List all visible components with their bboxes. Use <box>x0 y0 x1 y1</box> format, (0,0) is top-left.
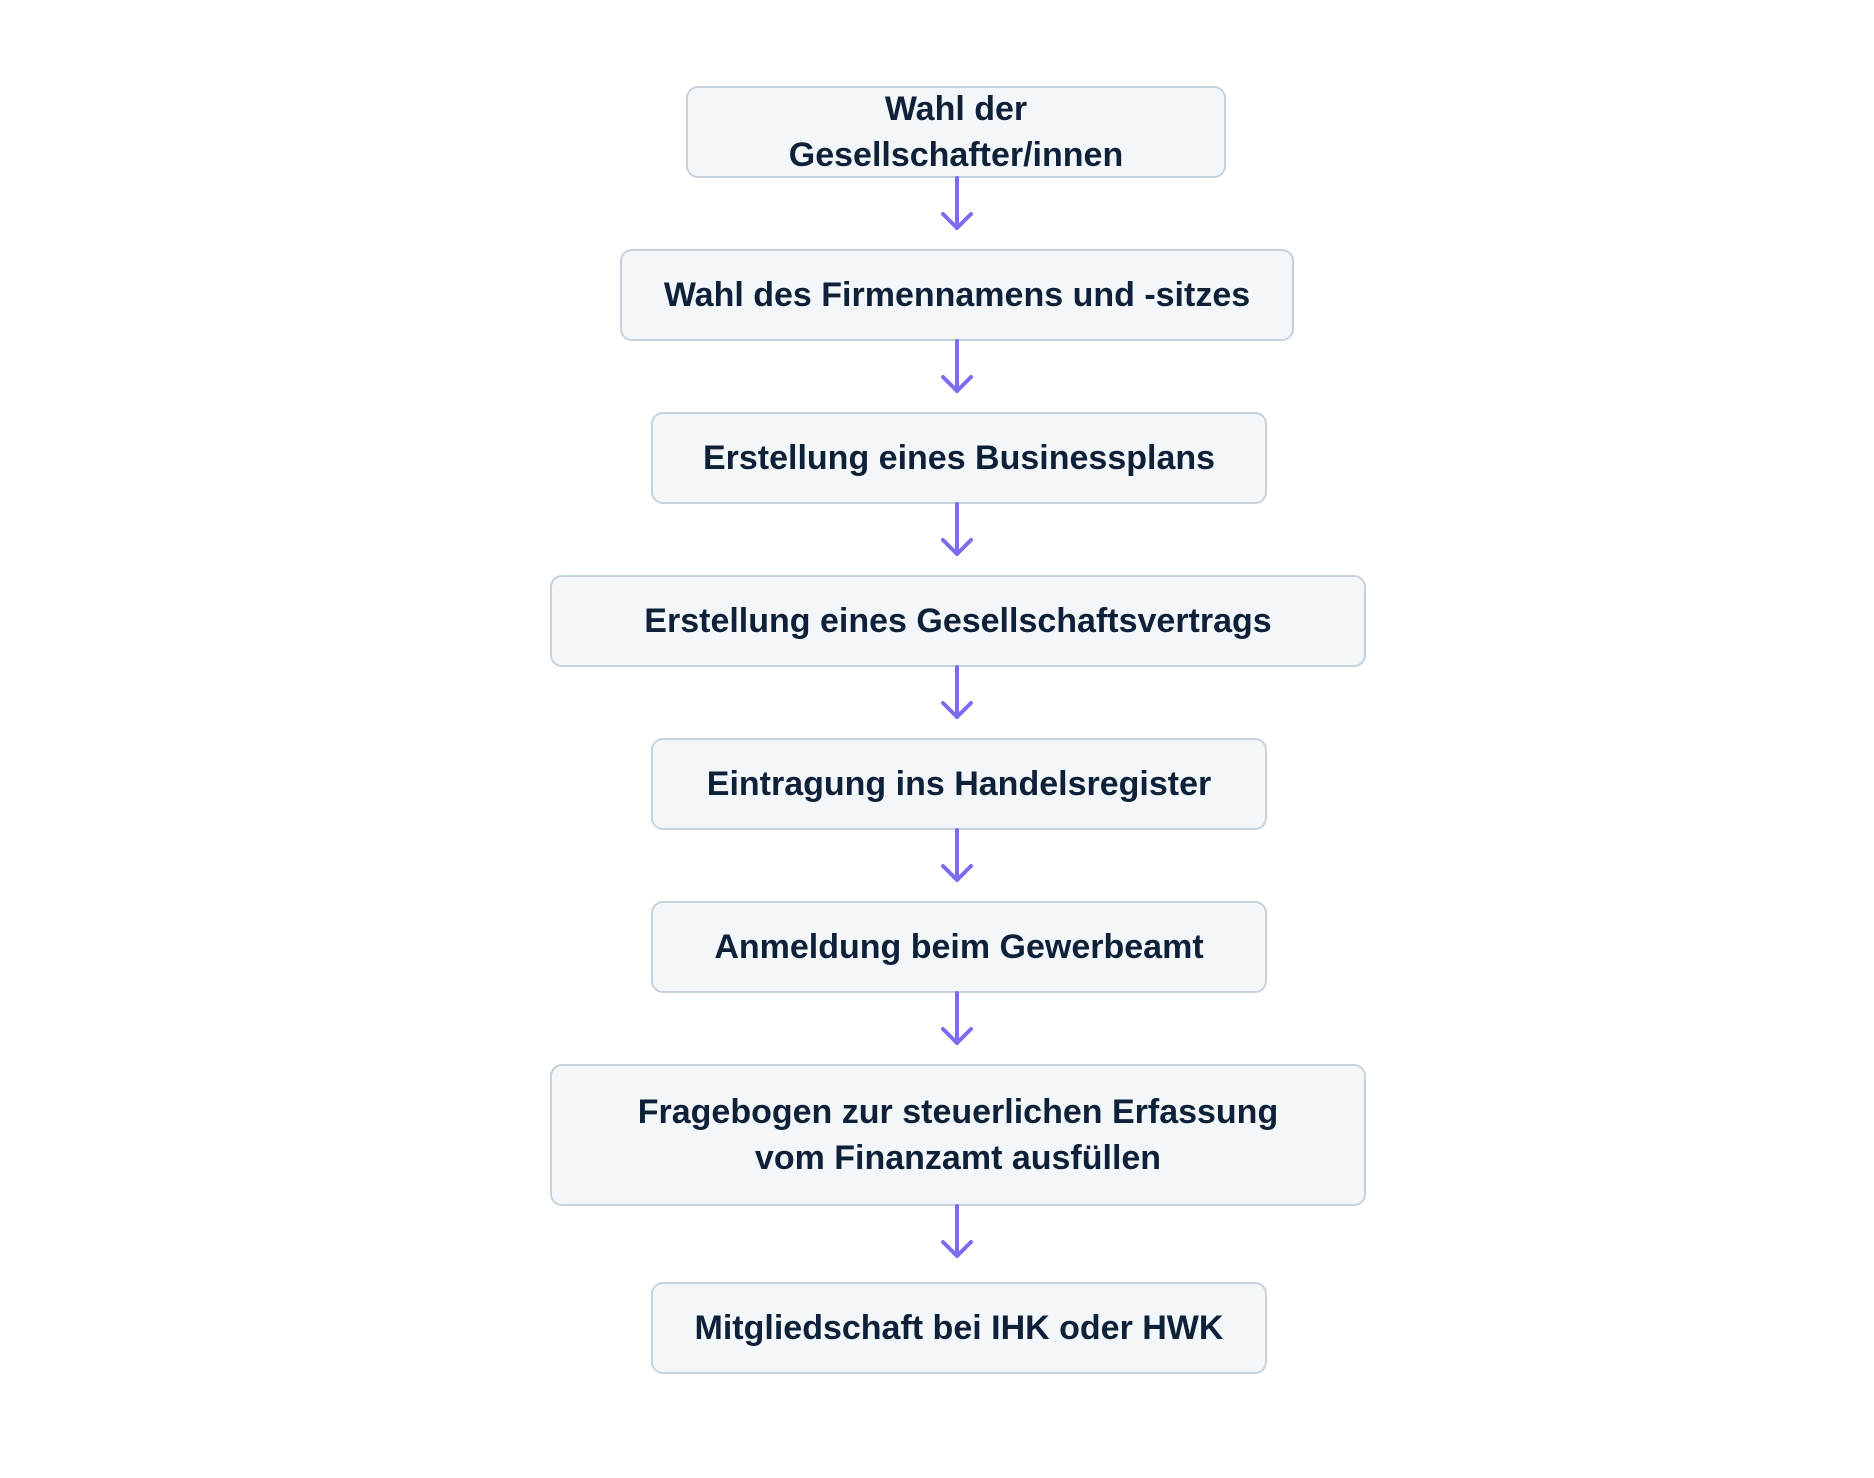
step-label: Eintragung ins Handelsregister <box>706 765 1212 803</box>
arrow-down-icon <box>937 339 977 401</box>
step-label: Mitgliedschaft bei IHK oder HWK <box>694 1309 1224 1347</box>
step-businessplan: Erstellung eines Businessplans <box>651 412 1267 504</box>
step-ihk-hwk: Mitgliedschaft bei IHK oder HWK <box>651 1282 1267 1374</box>
step-label: Anmeldung beim Gewerbeamt <box>714 928 1204 966</box>
step-finanzamt-fragebogen: Fragebogen zur steuerlichen Erfassung vo… <box>550 1064 1366 1206</box>
arrow-down-icon <box>937 1204 977 1266</box>
step-label: Erstellung eines Businessplans <box>702 439 1216 477</box>
step-handelsregister: Eintragung ins Handelsregister <box>651 738 1267 830</box>
arrow-down-icon <box>937 665 977 727</box>
arrow-down-icon <box>937 176 977 238</box>
step-label: Erstellung eines Gesellschaftsvertrags <box>644 602 1272 640</box>
step-label: Wahl des Firmennamens und -sitzes <box>663 276 1251 314</box>
step-label: Wahl der Gesellschafter/innen <box>788 90 1124 174</box>
step-gewerbeamt: Anmeldung beim Gewerbeamt <box>651 901 1267 993</box>
arrow-down-icon <box>937 991 977 1053</box>
arrow-down-icon <box>937 828 977 890</box>
step-label: Fragebogen zur steuerlichen Erfassung vo… <box>637 1093 1279 1177</box>
arrow-down-icon <box>937 502 977 564</box>
step-gesellschafter: Wahl der Gesellschafter/innen <box>686 86 1226 178</box>
step-gesellschaftsvertrag: Erstellung eines Gesellschaftsvertrags <box>550 575 1366 667</box>
step-firmenname: Wahl des Firmennamens und -sitzes <box>620 249 1294 341</box>
